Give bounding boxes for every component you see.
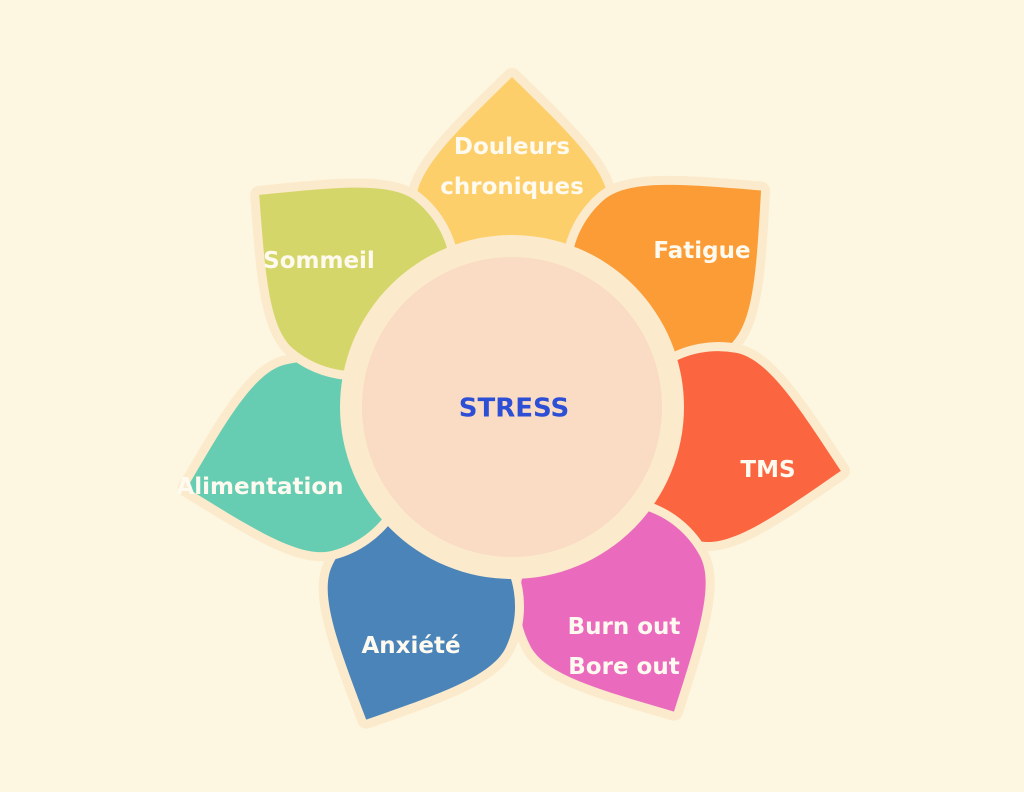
petal-label-2: Fatigue [653,238,750,264]
petal-label-line: Anxiété [361,633,460,659]
petal-label-6: Alimentation [176,474,343,500]
center-node: STRESS [340,235,684,579]
petal-label-line: Sommeil [263,248,375,274]
petal-label-line: Bore out [568,654,679,680]
petal-label-line: chroniques [440,174,584,200]
center-circle [362,257,662,557]
petal-label-line: Douleurs [454,134,570,160]
petal-label-1: Douleurs chroniques [440,134,584,200]
petal-label-3: TMS [740,457,795,483]
petal-label-line: Alimentation [176,474,343,500]
petal-label-line: Fatigue [653,238,750,264]
petal-label-line: Burn out [568,614,681,640]
center-label: STRESS [459,394,570,424]
petal-label-7: Sommeil [263,248,375,274]
petal-label-5: Anxiété [361,633,460,659]
petal-label-line: TMS [740,457,795,483]
